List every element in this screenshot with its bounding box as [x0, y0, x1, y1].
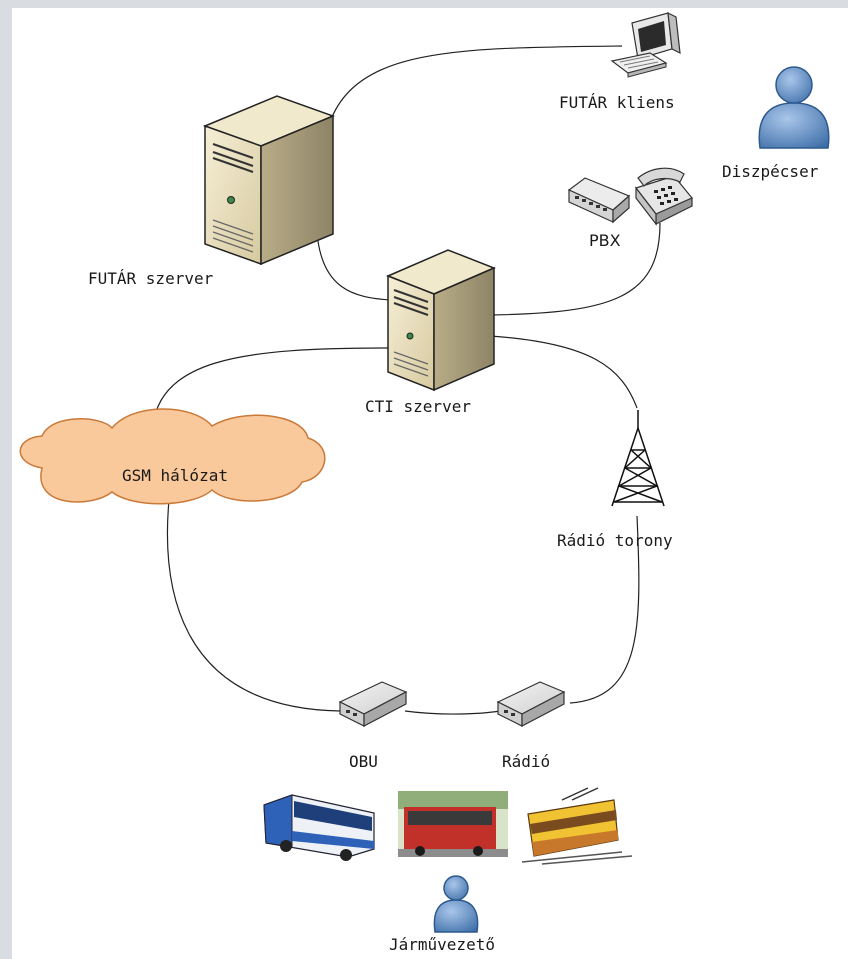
cti-server-icon [386, 249, 496, 392]
radio-device-icon [496, 681, 566, 727]
tram-icon [521, 787, 633, 865]
gsm-cloud-icon [19, 408, 326, 505]
diagram-canvas: FUTÁR kliens Diszpécser PBX FUTÁR szerve… [12, 8, 848, 959]
gsm-halozat-label: GSM hálózat [122, 466, 228, 485]
desktop-computer-icon [610, 11, 681, 78]
pbx-switch-icon [567, 177, 631, 224]
radio-torony-label: Rádió torony [557, 531, 673, 550]
futar-kliens-label: FUTÁR kliens [559, 93, 675, 112]
cti-szerver-label: CTI szerver [365, 397, 471, 416]
link-cti-tower [489, 335, 638, 409]
futar-szerver-label: FUTÁR szerver [88, 269, 214, 288]
bus-icon [263, 794, 375, 861]
link-futar-server-cti [316, 232, 393, 301]
dispatcher-person-icon [758, 66, 830, 149]
trolleybus-icon [398, 791, 508, 857]
link-cti-pbx [489, 222, 661, 316]
radio-label: Rádió [502, 752, 551, 771]
driver-person-icon [433, 875, 479, 933]
link-gsm-obu [166, 499, 341, 712]
link-obu-radio [404, 710, 501, 715]
radio-tower-icon [611, 410, 665, 507]
pbx-label: PBX [589, 231, 621, 250]
diagram-svg [19, 11, 830, 933]
jarmuvezeto-label: Járművezető [389, 935, 495, 954]
connection-lines [151, 45, 661, 715]
telephone-icon [635, 167, 693, 226]
diszpecser-label: Diszpécser [722, 162, 819, 181]
obu-label: OBU [349, 752, 378, 771]
link-radio-tower [569, 515, 640, 704]
futar-server-icon [202, 95, 336, 266]
obu-device-icon [338, 681, 408, 727]
